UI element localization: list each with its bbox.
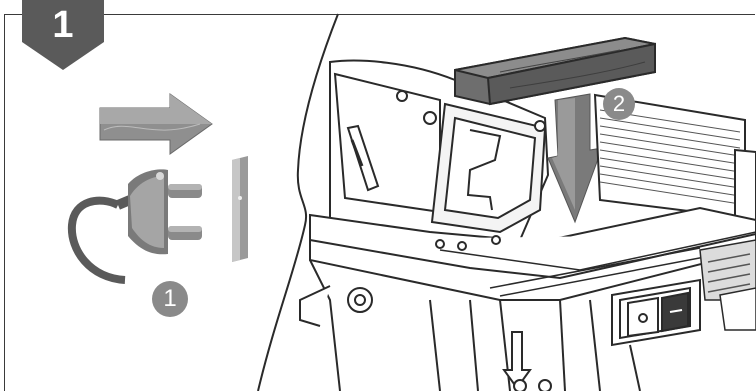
divider-curve xyxy=(258,14,338,391)
callout-unplug: 1 xyxy=(152,281,188,317)
adjustment-knob xyxy=(700,240,756,330)
wall-outlet-icon xyxy=(232,156,248,262)
power-switch-box xyxy=(612,280,700,345)
arrow-down-icon xyxy=(548,94,602,222)
step-number-badge: 1 xyxy=(22,0,104,70)
callout-press-down: 2 xyxy=(603,88,635,120)
step-number: 1 xyxy=(22,4,104,47)
arrow-right-icon xyxy=(100,94,212,154)
power-plug-icon xyxy=(72,169,202,280)
